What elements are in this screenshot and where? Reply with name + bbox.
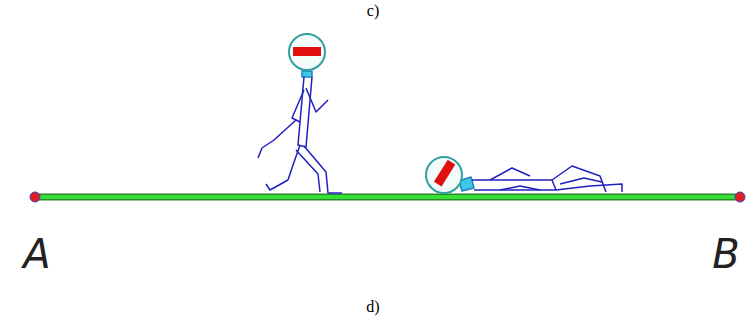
segment-line-fill [35,195,740,199]
point-label: B [712,234,739,274]
running-head [289,34,325,70]
figure-label: c) [367,3,379,19]
lying-figure [459,166,622,192]
end-point [735,192,745,202]
point-label: A [23,234,50,274]
segment-line [35,194,740,201]
end-point [30,192,40,202]
running-figure [258,71,342,193]
figure-label: d) [366,299,379,315]
lying-head [426,157,462,193]
